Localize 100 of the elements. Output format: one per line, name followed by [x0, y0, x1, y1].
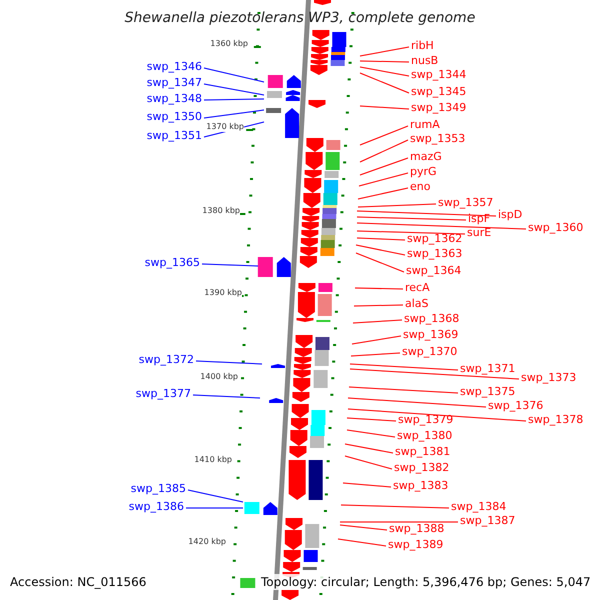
gene-label: ispD: [498, 208, 522, 221]
gene-label: swp_1350: [146, 110, 202, 123]
gene-label: mazG: [410, 150, 442, 163]
gene-label: ribH: [411, 39, 434, 52]
leader-line: [356, 238, 406, 240]
leader-line: [196, 360, 262, 364]
gene-label: swp_1383: [393, 479, 448, 492]
gene-label: swp_1372: [138, 353, 194, 366]
gene-label: alaS: [405, 297, 429, 310]
leader-line: [352, 320, 402, 324]
gene-label: rumA: [410, 118, 440, 131]
leader-line: [360, 60, 410, 62]
gene-label: swp_1364: [406, 264, 462, 277]
gene-label: swp_1365: [144, 256, 200, 269]
leader-line: [358, 172, 408, 186]
leader-line: [360, 106, 410, 110]
gene-label: swp_1363: [407, 247, 462, 260]
gene-label: swp_1371: [460, 362, 516, 375]
gene-label: swp_1388: [389, 522, 444, 535]
gene-label: recA: [405, 281, 430, 294]
leader-line: [360, 46, 410, 56]
leader-line: [204, 98, 264, 100]
gene-label: swp_1369: [403, 328, 458, 341]
leader-line: [340, 504, 450, 508]
gene-label: swp_1377: [136, 387, 191, 400]
leader-line: [360, 140, 408, 162]
gene-label: swp_1344: [411, 68, 466, 81]
gene-label: swp_1385: [130, 482, 186, 495]
leader-line: [354, 288, 404, 290]
gene-label: swp_1389: [388, 538, 444, 551]
leader-line: [204, 68, 264, 82]
leader-line: [350, 352, 400, 356]
leader-line: [188, 490, 244, 502]
leader-line: [342, 482, 392, 488]
gene-label: swp_1346: [146, 60, 202, 73]
gene-label: swp_1378: [528, 413, 584, 426]
gene-label: swp_1348: [146, 92, 202, 105]
position-label: 1420 kbp: [188, 537, 226, 547]
gene-label: swp_1345: [411, 85, 466, 98]
gene-label: swp_1347: [146, 76, 202, 89]
gene-label: surE: [467, 226, 492, 239]
gene-label: swp_1375: [460, 385, 516, 398]
leader-line: [344, 444, 394, 454]
gene-label: nusB: [411, 54, 438, 67]
gene-label: swp_1357: [438, 196, 494, 209]
gene-label: swp_1379: [398, 413, 454, 426]
gene-label: swp_1349: [411, 101, 466, 114]
gene-label: swp_1362: [407, 232, 462, 245]
leader-line: [360, 66, 410, 76]
leader-line: [350, 364, 458, 370]
position-label: 1360 kbp: [210, 39, 248, 49]
leader-line: [348, 408, 526, 422]
position-label: 1400 kbp: [200, 372, 238, 382]
leader-line: [356, 230, 466, 234]
gene-label: swp_1380: [397, 429, 452, 442]
gene-label: pyrG: [410, 165, 437, 178]
gene-label: swp_1360: [528, 221, 584, 234]
gene-label: swp_1370: [402, 345, 458, 358]
leader-line: [204, 84, 264, 96]
leader-line: [358, 188, 408, 200]
leader-line: [350, 368, 520, 380]
leader-line: [360, 72, 410, 94]
footer-text: Accession: NC_011566: [10, 574, 146, 590]
leader-line: [204, 110, 264, 118]
position-label: 1380 kbp: [202, 206, 240, 216]
leader-line: [360, 126, 408, 146]
leader-line: [354, 304, 404, 306]
leader-line: [192, 394, 260, 398]
leader-line: [346, 418, 396, 422]
leader-line: [340, 524, 388, 530]
gene-label: swp_1382: [394, 461, 450, 474]
gene-label: swp_1386: [128, 500, 184, 513]
leader-line: [360, 158, 408, 176]
gene-label: swp_1353: [410, 132, 466, 145]
position-label: 1370 kbp: [206, 122, 244, 132]
leader-line: [358, 204, 436, 208]
leader-line: [356, 252, 404, 272]
leader-line: [356, 222, 526, 230]
position-label: 1390 kbp: [204, 288, 242, 298]
gene-label: swp_1384: [451, 500, 506, 513]
leader-line: [356, 244, 406, 256]
gene-label: ispF: [468, 212, 490, 225]
leader-line: [346, 430, 396, 438]
leader-line: [348, 398, 486, 408]
gene-label: swp_1376: [488, 399, 544, 412]
leader-line: [202, 264, 258, 266]
position-label: 1410 kbp: [194, 455, 232, 465]
leader-line: [348, 386, 458, 394]
leader-line: [356, 216, 466, 220]
gene-label: swp_1373: [521, 371, 576, 384]
leader-line: [344, 456, 392, 470]
leader-line: [356, 210, 496, 216]
footer-text: Topology: circular; Length: 5,396,476 bp; Genes: 5,047: [261, 574, 591, 590]
leader-line: [338, 538, 386, 546]
gene-label: eno: [410, 180, 430, 193]
title: Shewanella piezotolerans WP3, complete genome: [124, 10, 476, 26]
leader-line: [352, 336, 402, 344]
gene-label: swp_1368: [404, 312, 460, 325]
gene-label: swp_1387: [460, 514, 516, 527]
gene-label: swp_1381: [395, 445, 450, 458]
